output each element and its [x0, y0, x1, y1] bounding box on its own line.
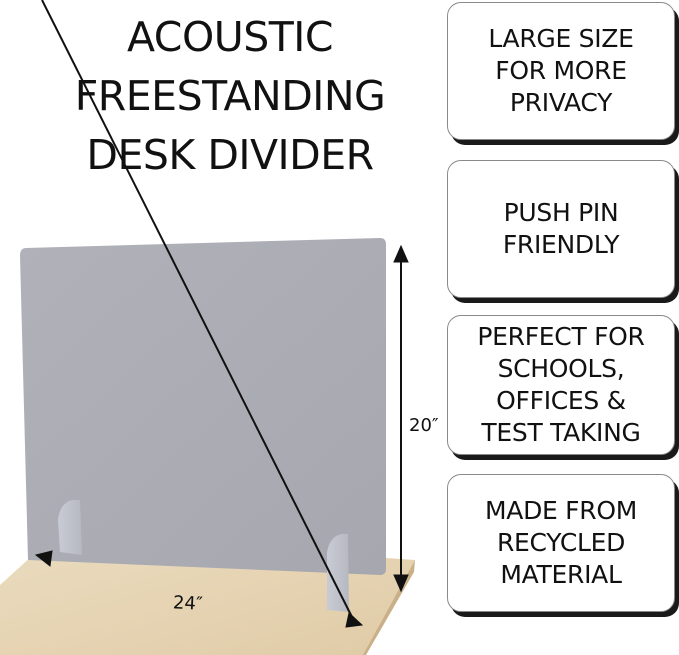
feature-line: FOR MORE [495, 56, 627, 85]
feature-line: MADE FROM [485, 496, 637, 525]
feature-card-large-size: LARGE SIZE FOR MORE PRIVACY [447, 2, 675, 140]
width-dimension-label: 24″ [172, 592, 204, 615]
panel-feet [58, 500, 349, 612]
title-line-1: ACOUSTIC [126, 13, 334, 61]
feature-line: PUSH PIN [503, 198, 619, 227]
feature-line: LARGE SIZE [488, 24, 634, 53]
product-title: ACOUSTIC FREESTANDING DESK DIVIDER [60, 8, 400, 185]
feature-line: SCHOOLS, [497, 354, 625, 383]
title-line-2: FREESTANDING [74, 72, 386, 120]
feature-line: OFFICES & [496, 386, 626, 415]
height-dimension-label: 20″ [409, 415, 439, 436]
feature-card-schools-offices: PERFECT FOR SCHOOLS, OFFICES & TEST TAKI… [447, 315, 675, 455]
feature-line: RECYCLED [496, 528, 626, 557]
feature-line: MATERIAL [500, 560, 622, 589]
feature-card-push-pin: PUSH PIN FRIENDLY [447, 160, 675, 298]
feature-card-recycled: MADE FROM RECYCLED MATERIAL [447, 474, 675, 612]
feature-line: TEST TAKING [481, 418, 641, 447]
feature-line: FRIENDLY [502, 230, 620, 259]
divider-panel [20, 238, 386, 575]
width-dimension-arrow [34, 0, 364, 628]
title-line-3: DESK DIVIDER [86, 131, 374, 179]
feature-line: PERFECT FOR [477, 322, 645, 351]
height-dimension-arrow [393, 244, 409, 593]
feature-line: PRIVACY [509, 88, 613, 117]
